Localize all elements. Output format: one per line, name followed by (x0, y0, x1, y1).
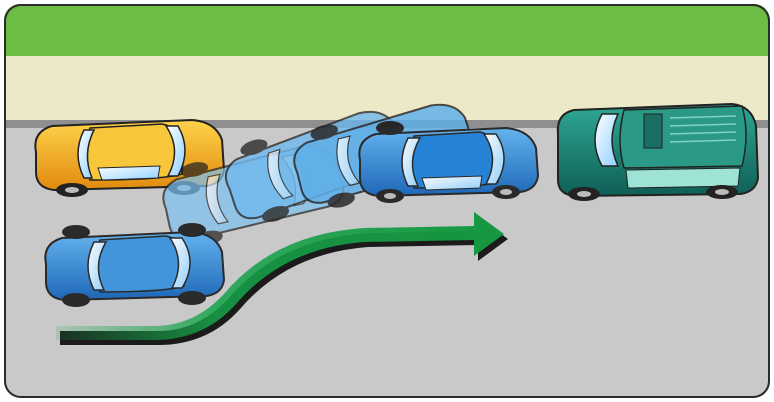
teal-suv-icon (558, 104, 758, 201)
blue-sedan-icon (359, 121, 538, 203)
blue-sedan-icon (45, 223, 224, 307)
grass-strip (4, 4, 770, 56)
parallel-parking-illustration (4, 4, 770, 398)
scene-canvas (4, 4, 770, 398)
